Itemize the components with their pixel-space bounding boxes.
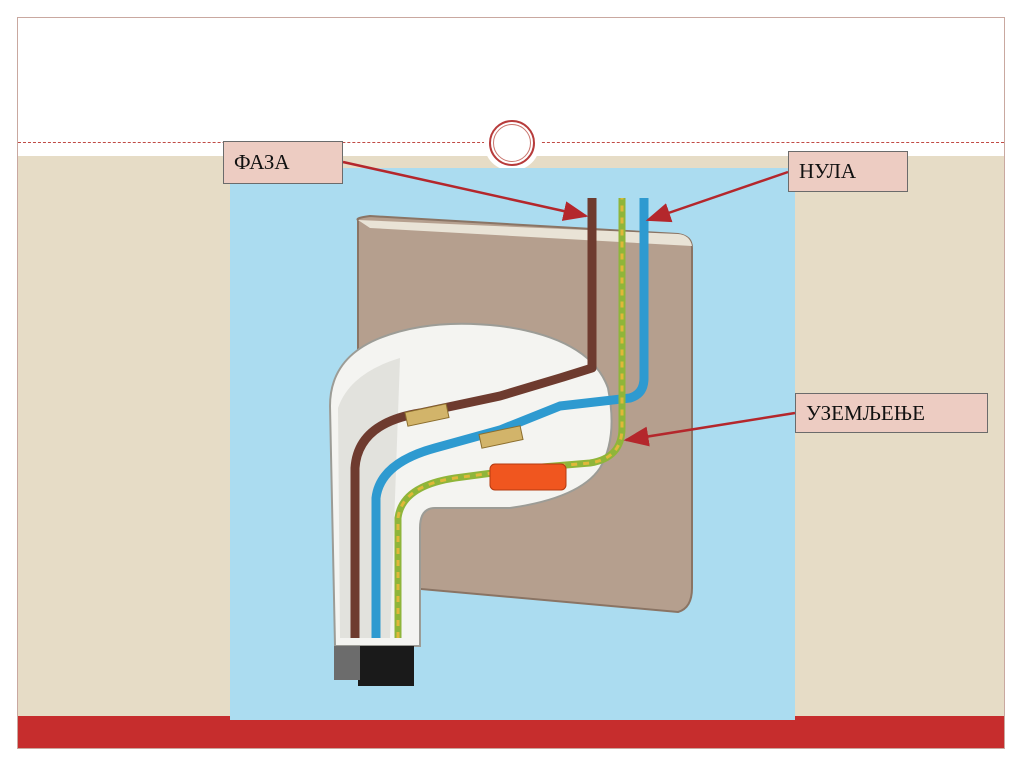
neutral-wire <box>371 198 649 638</box>
cable-end-black <box>358 646 414 686</box>
cable-end-grey <box>334 646 360 680</box>
phase-label-text: ФАЗА <box>234 150 290 174</box>
phase-wire <box>350 198 597 638</box>
wall-plate-top-edge <box>358 220 692 246</box>
wiring-illustration <box>230 168 795 720</box>
ground-arrow-icon <box>623 411 796 447</box>
wiring-illustration-svg <box>328 198 693 686</box>
ground-label-text: УЗЕМЉЕЊЕ <box>806 400 925 425</box>
ornament-inner-ring <box>493 124 531 162</box>
bottom-accent-band <box>18 716 1004 748</box>
phase-label: ФАЗА <box>223 141 343 184</box>
neutral-label-text: НУЛА <box>799 159 857 183</box>
neutral-arrow-icon <box>645 170 789 223</box>
ornament-ring <box>489 120 535 166</box>
ground-label: УЗЕМЉЕЊЕ <box>795 393 988 433</box>
ground-clip <box>489 463 567 491</box>
neutral-terminal <box>478 425 524 449</box>
phase-terminal <box>404 403 450 427</box>
neutral-label: НУЛА <box>788 151 908 192</box>
phase-arrow-icon <box>342 160 589 221</box>
